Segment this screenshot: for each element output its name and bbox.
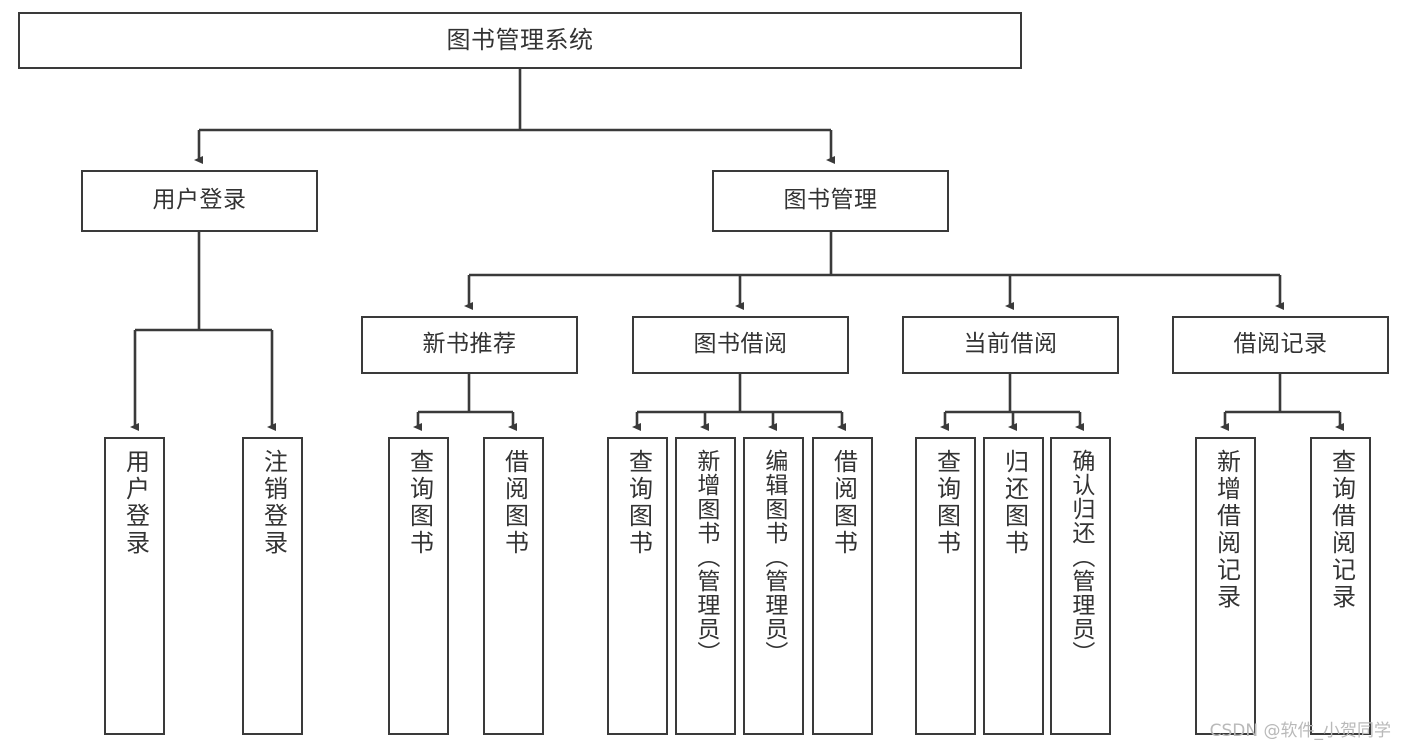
node-leaf-logout-label: 注销登录	[259, 449, 288, 557]
node-new-book-recommend-label: 新书推荐	[422, 331, 517, 358]
node-leaf-add-borrow-record[interactable]: 新增借阅记录	[1195, 437, 1256, 735]
node-leaf-query-book-recommend[interactable]: 查询图书	[388, 437, 449, 735]
node-borrow-records[interactable]: 借阅记录	[1172, 316, 1389, 374]
node-new-book-recommend[interactable]: 新书推荐	[361, 316, 578, 374]
node-leaf-logout[interactable]: 注销登录	[242, 437, 303, 735]
node-user-login-label: 用户登录	[152, 187, 247, 214]
node-borrow-records-label: 借阅记录	[1233, 331, 1328, 358]
node-leaf-query-book-current[interactable]: 查询图书	[915, 437, 976, 735]
csdn-watermark: CSDN @软件_小贺同学	[1209, 721, 1391, 741]
node-leaf-query-book-borrow-label: 查询图书	[624, 449, 653, 557]
node-leaf-return-book-label: 归还图书	[1000, 449, 1029, 557]
node-root-label: 图书管理系统	[446, 26, 594, 55]
node-current-borrow[interactable]: 当前借阅	[902, 316, 1119, 374]
node-leaf-query-book-borrow[interactable]: 查询图书	[607, 437, 668, 735]
node-leaf-borrow-book-recommend[interactable]: 借阅图书	[483, 437, 544, 735]
node-leaf-add-book-admin[interactable]: 新增图书（管理员）	[675, 437, 736, 735]
node-leaf-add-book-admin-label: 新增图书（管理员）	[692, 449, 719, 665]
node-leaf-edit-book-admin-label: 编辑图书（管理员）	[760, 449, 787, 665]
node-leaf-confirm-return-admin-label: 确认归还（管理员）	[1067, 449, 1094, 665]
node-leaf-return-book[interactable]: 归还图书	[983, 437, 1044, 735]
node-leaf-edit-book-admin[interactable]: 编辑图书（管理员）	[743, 437, 804, 735]
node-leaf-borrow-book-recommend-label: 借阅图书	[500, 449, 529, 557]
node-leaf-user-login-label: 用户登录	[121, 449, 150, 557]
node-book-management[interactable]: 图书管理	[712, 170, 949, 232]
node-leaf-borrow-book[interactable]: 借阅图书	[812, 437, 873, 735]
node-leaf-add-borrow-record-label: 新增借阅记录	[1212, 449, 1241, 611]
node-leaf-query-borrow-record[interactable]: 查询借阅记录	[1310, 437, 1371, 735]
node-leaf-borrow-book-label: 借阅图书	[829, 449, 858, 557]
node-user-login[interactable]: 用户登录	[81, 170, 318, 232]
node-leaf-user-login[interactable]: 用户登录	[104, 437, 165, 735]
node-leaf-confirm-return-admin[interactable]: 确认归还（管理员）	[1050, 437, 1111, 735]
node-leaf-query-book-recommend-label: 查询图书	[405, 449, 434, 557]
node-leaf-query-book-current-label: 查询图书	[932, 449, 961, 557]
node-book-borrow[interactable]: 图书借阅	[632, 316, 849, 374]
node-book-management-label: 图书管理	[783, 187, 878, 214]
node-root[interactable]: 图书管理系统	[18, 12, 1022, 69]
node-current-borrow-label: 当前借阅	[963, 331, 1058, 358]
node-book-borrow-label: 图书借阅	[693, 331, 788, 358]
node-leaf-query-borrow-record-label: 查询借阅记录	[1327, 449, 1356, 611]
